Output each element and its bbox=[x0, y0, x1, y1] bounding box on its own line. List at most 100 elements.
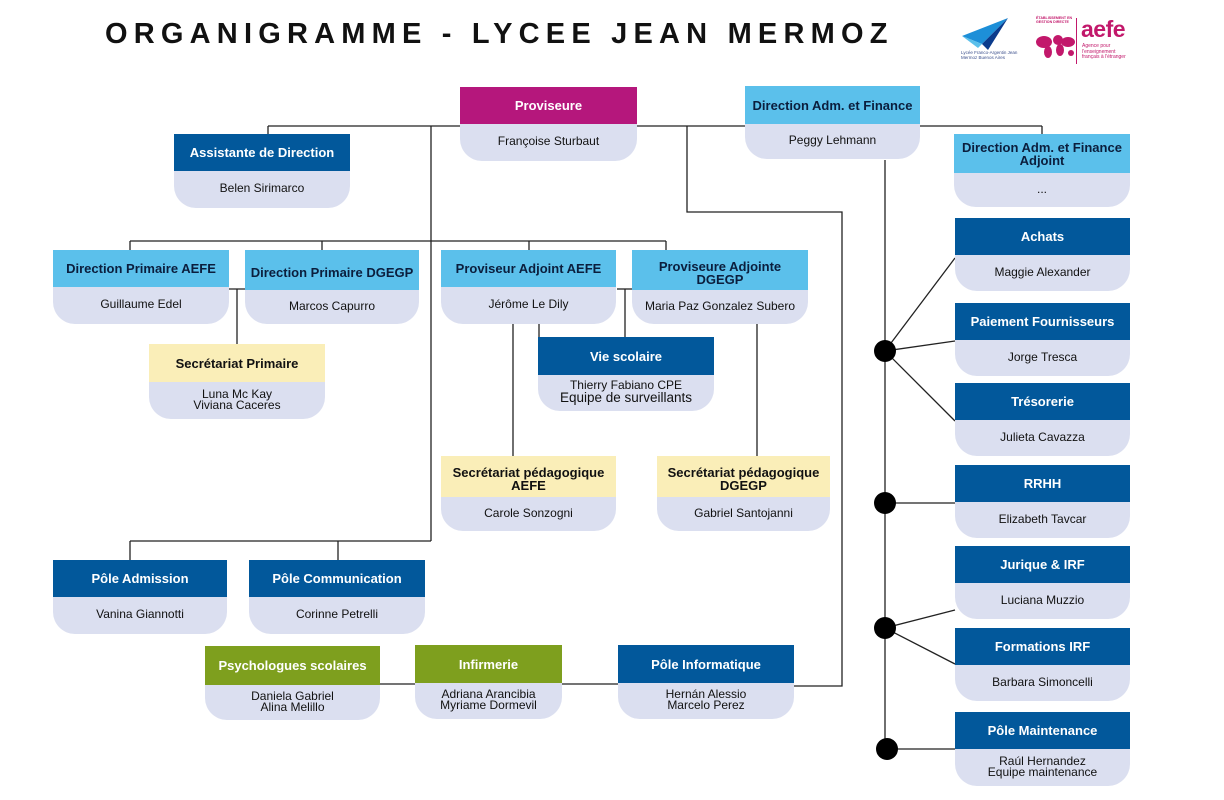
node-juridique: Jurique & IRF Luciana Muzzio bbox=[955, 546, 1130, 619]
node-names: Vanina Giannotti bbox=[53, 597, 227, 634]
node-name: Marcos Capurro bbox=[288, 298, 376, 313]
node-name: Viviana Caceres bbox=[193, 397, 281, 412]
mermoz-logo-text: Lycée Franco-Argentin Jean Mermoz Buenos… bbox=[961, 50, 1018, 60]
node-title: Formations IRF bbox=[955, 628, 1130, 665]
node-title: Infirmerie bbox=[415, 645, 562, 683]
node-title: Proviseure Adjointe DGEGP bbox=[632, 250, 808, 290]
node-tresorerie: Trésorerie Julieta Cavazza bbox=[955, 383, 1130, 456]
node-title: Direction Primaire AEFE bbox=[53, 250, 229, 287]
node-title: Pôle Maintenance bbox=[955, 712, 1130, 749]
node-name: Alina Melillo bbox=[260, 699, 325, 714]
node-title: Pôle Informatique bbox=[618, 645, 794, 683]
node-dir-primaire-aefe: Direction Primaire AEFE Guillaume Edel bbox=[53, 250, 229, 324]
node-title: Trésorerie bbox=[955, 383, 1130, 420]
node-title: Direction Adm. et Finance bbox=[745, 86, 920, 124]
node-names: Adriana Arancibia Myriame Dormevil bbox=[415, 683, 562, 719]
logo-divider bbox=[1076, 18, 1077, 64]
page-title: ORGANIGRAMME - LYCEE JEAN MERMOZ bbox=[105, 18, 894, 50]
node-formations: Formations IRF Barbara Simoncelli bbox=[955, 628, 1130, 701]
paper-plane-icon bbox=[962, 18, 1008, 50]
node-sec-peda-aefe: Secrétariat pédagogique AEFE Carole Sonz… bbox=[441, 456, 616, 531]
node-maintenance: Pôle Maintenance Raúl Hernandez Equipe m… bbox=[955, 712, 1130, 786]
node-secretariat-primaire: Secrétariat Primaire Luna Mc Kay Viviana… bbox=[149, 344, 325, 419]
node-name: Maria Paz Gonzalez Subero bbox=[644, 298, 796, 313]
node-vie-scolaire: Vie scolaire Thierry Fabiano CPE Equipe … bbox=[538, 337, 714, 411]
node-title: Pôle Admission bbox=[53, 560, 227, 597]
node-daf-adjoint: Direction Adm. et Finance Adjoint ... bbox=[954, 134, 1130, 207]
junction-dot-3 bbox=[874, 617, 896, 639]
node-names: ... bbox=[954, 173, 1130, 207]
node-name: Myriame Dormevil bbox=[440, 698, 537, 712]
connector-tresorerie bbox=[884, 350, 956, 422]
node-name: ... bbox=[1036, 181, 1047, 196]
connector-informatique-path bbox=[686, 126, 843, 687]
node-name: Guillaume Edel bbox=[100, 297, 182, 311]
connector-achats bbox=[884, 257, 956, 352]
node-title: Achats bbox=[955, 218, 1130, 255]
node-name: Jorge Tresca bbox=[1007, 349, 1078, 364]
node-proviseur: Proviseure Françoise Sturbaut bbox=[460, 87, 637, 161]
node-psychologues: Psychologues scolaires Daniela Gabriel A… bbox=[205, 646, 380, 720]
node-title: Secrétariat Primaire bbox=[149, 344, 325, 382]
node-title: Psychologues scolaires bbox=[205, 646, 380, 685]
node-names: Maria Paz Gonzalez Subero bbox=[632, 290, 808, 324]
node-name: Françoise Sturbaut bbox=[497, 134, 600, 148]
node-name: Hernán Alessio bbox=[665, 687, 747, 701]
node-title: Direction Primaire DGEGP bbox=[245, 250, 419, 290]
node-names: Luna Mc Kay Viviana Caceres bbox=[149, 382, 325, 419]
node-title: Secrétariat pédagogique AEFE bbox=[441, 456, 616, 497]
node-name: Luciana Muzzio bbox=[1000, 592, 1085, 607]
node-names: Elizabeth Tavcar bbox=[955, 502, 1130, 538]
node-rrhh: RRHH Elizabeth Tavcar bbox=[955, 465, 1130, 538]
node-name: Carole Sonzogni bbox=[484, 505, 573, 520]
node-name: Elizabeth Tavcar bbox=[998, 511, 1087, 526]
node-title: Vie scolaire bbox=[538, 337, 714, 375]
node-pole-communication: Pôle Communication Corinne Petrelli bbox=[249, 560, 425, 634]
connector-juridique bbox=[884, 609, 956, 629]
node-names: Raúl Hernandez Equipe maintenance bbox=[955, 749, 1130, 786]
node-pole-informatique: Pôle Informatique Hernán Alessio Marcelo… bbox=[618, 645, 794, 719]
node-name: Raúl Hernandez bbox=[999, 753, 1086, 768]
node-title: Secrétariat pédagogique DGEGP bbox=[657, 456, 830, 497]
junction-dot-4 bbox=[876, 738, 898, 760]
node-paiement: Paiement Fournisseurs Jorge Tresca bbox=[955, 303, 1130, 376]
node-title: Direction Adm. et Finance Adjoint bbox=[954, 134, 1130, 173]
junction-dot-2 bbox=[874, 492, 896, 514]
node-names: Françoise Sturbaut bbox=[460, 124, 637, 161]
node-name: Adriana Arancibia bbox=[441, 687, 536, 701]
node-name: Luna Mc Kay bbox=[201, 386, 273, 401]
node-names: Barbara Simoncelli bbox=[955, 665, 1130, 701]
node-names: Marcos Capurro bbox=[245, 290, 419, 324]
node-name: Barbara Simoncelli bbox=[992, 674, 1093, 689]
node-dir-primaire-dgegp: Direction Primaire DGEGP Marcos Capurro bbox=[245, 250, 419, 324]
node-names: Peggy Lehmann bbox=[745, 124, 920, 159]
aefe-logo: aefe bbox=[1081, 16, 1126, 42]
node-title: Pôle Communication bbox=[249, 560, 425, 597]
node-names: Daniela Gabriel Alina Melillo bbox=[205, 685, 380, 720]
node-pole-admission: Pôle Admission Vanina Giannotti bbox=[53, 560, 227, 634]
node-names: Thierry Fabiano CPE Equipe de surveillan… bbox=[538, 375, 714, 411]
node-names: Hernán Alessio Marcelo Perez bbox=[618, 683, 794, 719]
node-name: Daniela Gabriel bbox=[251, 688, 334, 703]
node-title: RRHH bbox=[955, 465, 1130, 502]
node-names: Gabriel Santojanni bbox=[657, 497, 830, 531]
node-title: Paiement Fournisseurs bbox=[955, 303, 1130, 340]
node-name: Julieta Cavazza bbox=[1000, 429, 1085, 444]
node-name: Peggy Lehmann bbox=[788, 133, 877, 147]
node-sec-peda-dgegp: Secrétariat pédagogique DGEGP Gabriel Sa… bbox=[657, 456, 830, 531]
aefe-badge-text: ÉTABLISSEMENT EN GESTION DIRECTE bbox=[1036, 16, 1073, 24]
node-assistante: Assistante de Direction Belen Sirimarco bbox=[174, 134, 350, 208]
node-name: Marcelo Perez bbox=[667, 698, 745, 712]
node-infirmerie: Infirmerie Adriana Arancibia Myriame Dor… bbox=[415, 645, 562, 719]
node-names: Jorge Tresca bbox=[955, 340, 1130, 376]
node-name: Vanina Giannotti bbox=[96, 607, 184, 621]
node-name: Corinne Petrelli bbox=[295, 607, 379, 621]
node-names: Luciana Muzzio bbox=[955, 583, 1130, 619]
node-title: Jurique & IRF bbox=[955, 546, 1130, 583]
junction-dot-1 bbox=[874, 340, 896, 362]
node-name: Thierry Fabiano CPE bbox=[569, 378, 683, 392]
node-names: Maggie Alexander bbox=[955, 255, 1130, 291]
node-names: Jérôme Le Dily bbox=[441, 287, 616, 324]
node-name: Maggie Alexander bbox=[994, 264, 1091, 279]
